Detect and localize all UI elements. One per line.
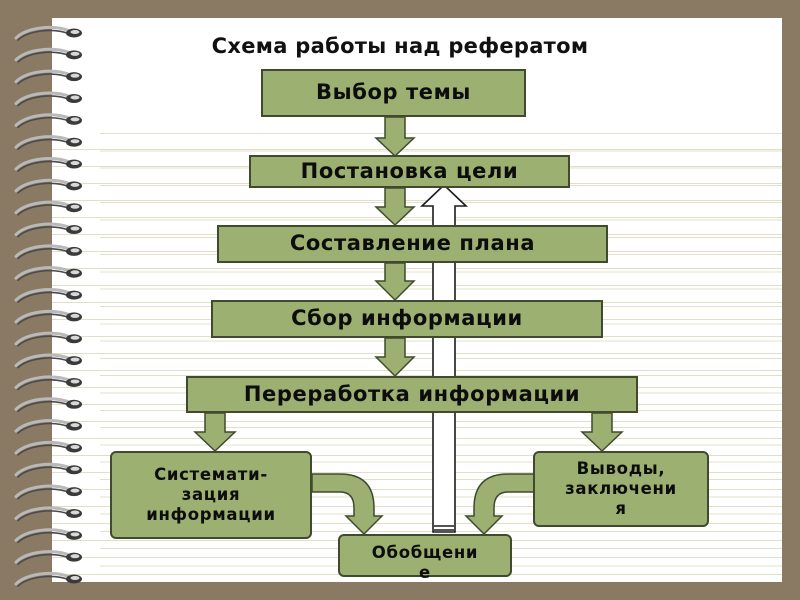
step-generalization: Обобщени е	[338, 534, 512, 582]
spiral-ring	[14, 484, 82, 500]
spiral-ring	[14, 244, 82, 260]
feedback-up-arrow	[420, 183, 468, 533]
down-arrow-2	[374, 187, 416, 227]
spiral-ring	[14, 26, 82, 41]
step-conclusions: Выводы, заключени я	[533, 451, 709, 527]
spiral-ring	[14, 550, 82, 565]
spiral-ring	[14, 309, 82, 325]
spiral-ring	[14, 375, 82, 391]
spiral-ring	[14, 47, 82, 63]
down-arrow-1	[374, 116, 416, 158]
spiral-ring	[14, 528, 82, 544]
step-information-collection: Сбор информации	[211, 300, 603, 338]
spiral-ring	[14, 288, 82, 303]
spiral-ring	[14, 113, 82, 129]
spiral-ring	[14, 91, 82, 107]
down-arrow-4	[374, 337, 416, 378]
spiral-ring	[14, 331, 82, 347]
step-systematization: Системати- зация информации	[110, 451, 312, 539]
curved-arrow-left	[311, 473, 384, 536]
step-goal-setting: Постановка цели	[249, 155, 570, 188]
step-topic-choice: Выбор темы	[261, 69, 526, 117]
spiral-ring	[14, 440, 82, 456]
diagram-title: Схема работы над рефератом	[211, 34, 589, 58]
spiral-ring	[14, 266, 82, 282]
spiral-ring	[14, 353, 82, 369]
spiral-ring	[14, 506, 82, 522]
curved-arrow-right	[464, 473, 535, 536]
spiral-ring	[14, 200, 82, 216]
step-plan-drafting: Составление плана	[217, 225, 608, 263]
down-arrow-left-branch	[193, 412, 237, 453]
spiral-binding	[14, 26, 82, 587]
down-arrow-right-branch	[580, 412, 624, 453]
spiral-ring	[14, 178, 82, 194]
spiral-ring	[14, 222, 82, 238]
spiral-ring	[14, 572, 82, 587]
spiral-ring	[14, 135, 82, 150]
spiral-ring	[14, 157, 82, 172]
spiral-ring	[14, 462, 82, 478]
spiral-ring	[14, 69, 82, 85]
spiral-ring	[14, 419, 82, 434]
spiral-ring	[14, 397, 82, 413]
step-information-processing: Переработка информации	[186, 376, 638, 413]
down-arrow-3	[374, 262, 416, 302]
